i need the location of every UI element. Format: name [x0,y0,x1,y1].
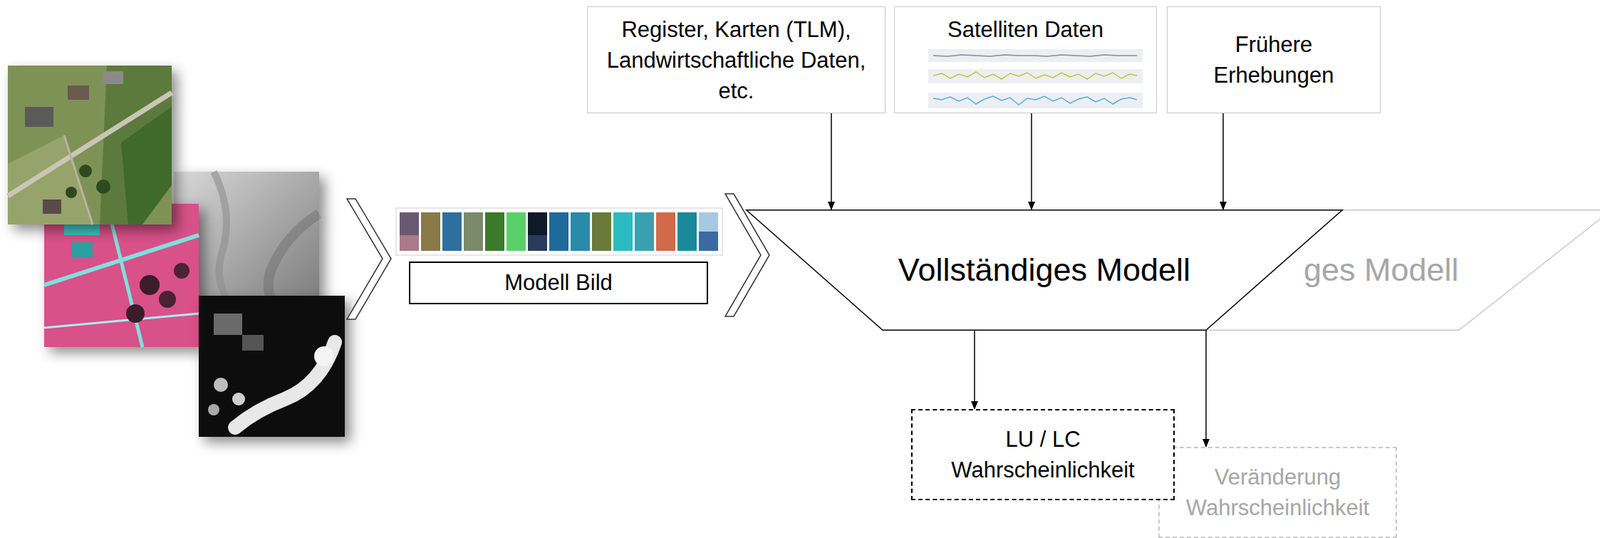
arrow-connector [1205,330,1207,447]
arrow-connector [830,113,833,210]
node-label: Vollständiges Modell [898,250,1191,290]
input-box: Frühere Erhebungen [1166,6,1381,114]
ghost-output-box: Veränderung Wahrscheinlichkeit [1158,446,1397,538]
infrared-image [44,203,199,347]
arrow-connector [973,330,976,409]
model-trapezoid: Vollständiges Modell [745,209,1343,331]
node-label: ges Modell [1303,250,1459,290]
height-model-image [198,295,345,437]
arrow-connector [1222,113,1224,210]
node-label: Veränderung Wahrscheinlichkeit [1168,461,1387,523]
node-label: Frühere Erhebungen [1176,29,1372,91]
satellite-time-series-chart [928,49,1143,109]
model-box: Modell Bild [408,261,709,305]
output-box: LU / LC Wahrscheinlichkeit [911,408,1175,501]
input-box: Satelliten Daten [894,6,1157,114]
aerial-photo [7,65,172,225]
image-thumbnail-strip [396,208,723,256]
arrow-connector [1030,113,1033,210]
chevron-arrow [346,198,392,320]
node-label: Modell Bild [504,268,613,298]
node-label: Satelliten Daten [947,14,1104,45]
node-label: LU / LC Wahrscheinlichkeit [921,423,1165,486]
trapezoid-shape [999,210,1600,331]
input-box: Register, Karten (TLM), Landwirtschaftli… [586,6,886,114]
node-label: Register, Karten (TLM), Landwirtschaftli… [596,14,877,107]
